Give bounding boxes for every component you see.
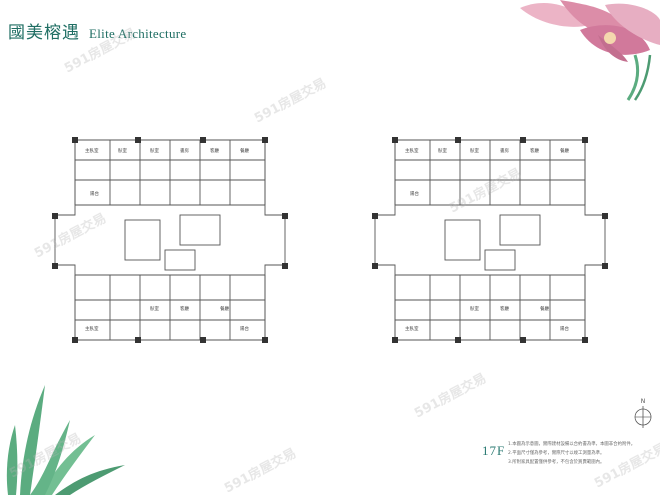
notes-list: 1.本圖為示意圖，實際建材設備以合約書為準，本圖非合約附件。 2.平面尺寸僅為參… bbox=[508, 440, 658, 467]
room-label: 陽台 bbox=[240, 325, 249, 332]
compass-icon bbox=[634, 406, 652, 428]
room-label: 客廳 bbox=[210, 147, 219, 154]
title-english: Elite Architecture bbox=[89, 26, 187, 41]
room-label: 書房 bbox=[180, 147, 189, 154]
room-label: 主臥室 bbox=[405, 325, 419, 332]
floor-plans: 主臥室臥室臥室書房客廳餐廳陽台臥室主臥室客廳餐廳陽台 主臥室臥室臥室書房客廳餐廳… bbox=[30, 125, 630, 355]
leaf-illustration bbox=[6, 385, 125, 495]
floor-plan-right: 主臥室臥室臥室書房客廳餐廳陽台臥室主臥室客廳餐廳陽台 bbox=[372, 137, 608, 343]
north-compass: N bbox=[632, 398, 654, 428]
watermark: 591房屋交易 bbox=[222, 446, 299, 496]
room-label: 陽台 bbox=[560, 325, 569, 332]
room-label: 客廳 bbox=[500, 305, 509, 312]
room-label: 陽台 bbox=[90, 190, 99, 197]
note-item: 3.所附家具配置僅供參考，不包含於買賣範圍內。 bbox=[508, 460, 605, 465]
compass-label: N bbox=[640, 398, 646, 405]
room-label: 主臥室 bbox=[85, 325, 99, 332]
flower-illustration bbox=[520, 0, 660, 101]
room-label: 臥室 bbox=[470, 147, 479, 154]
room-label: 主臥室 bbox=[85, 147, 99, 154]
room-label: 客廳 bbox=[530, 147, 539, 154]
room-label: 陽台 bbox=[410, 190, 419, 197]
note-item: 1.本圖為示意圖，實際建材設備以合約書為準，本圖非合約附件。 bbox=[508, 442, 636, 447]
title-chinese: 國美榕遇 bbox=[8, 23, 80, 43]
room-label: 臥室 bbox=[118, 147, 127, 154]
room-label: 餐廳 bbox=[240, 147, 249, 154]
watermark: 591房屋交易 bbox=[252, 76, 329, 127]
watermark: 591房屋交易 bbox=[412, 371, 489, 422]
page-title: 國美榕遇 Elite Architecture bbox=[8, 18, 186, 43]
room-label: 餐廳 bbox=[540, 305, 549, 312]
note-item: 2.平面尺寸僅為參考，實際尺寸以竣工測量為準。 bbox=[508, 451, 605, 456]
room-label: 主臥室 bbox=[405, 147, 419, 154]
room-label: 臥室 bbox=[438, 147, 447, 154]
floor-label: 17F bbox=[482, 443, 506, 458]
floor-plan-left: 主臥室臥室臥室書房客廳餐廳陽台臥室主臥室客廳餐廳陽台 bbox=[52, 137, 288, 343]
room-label: 臥室 bbox=[150, 305, 159, 312]
room-label: 餐廳 bbox=[220, 305, 229, 312]
room-label: 餐廳 bbox=[560, 147, 569, 154]
room-label: 臥室 bbox=[470, 305, 479, 312]
room-label: 臥室 bbox=[150, 147, 159, 154]
room-label: 書房 bbox=[500, 147, 509, 154]
room-label: 客廳 bbox=[180, 305, 189, 312]
